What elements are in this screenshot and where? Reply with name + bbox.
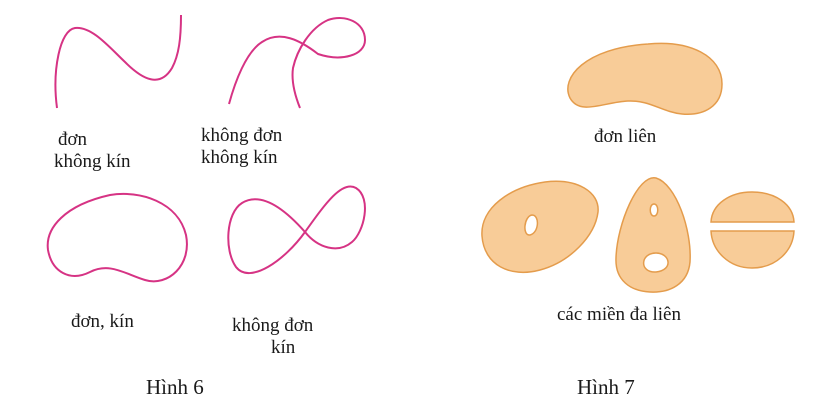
nonsimple-open-curve bbox=[228, 17, 367, 109]
caption-hinh7: Hình 7 bbox=[577, 375, 635, 399]
simple-closed-curve bbox=[46, 192, 188, 283]
hinh7-regions bbox=[481, 42, 795, 293]
label-simple-open-line1: đơn bbox=[58, 129, 88, 150]
label-nonsimple-open-line1: không đơn bbox=[201, 125, 283, 146]
simple-open-curve bbox=[54, 14, 182, 109]
hinh6-curves bbox=[46, 14, 367, 283]
caption-hinh6: Hình 6 bbox=[146, 375, 204, 399]
split-disk-upper-half bbox=[710, 191, 795, 223]
label-multiply-connected: các miền đa liên bbox=[557, 304, 681, 325]
split-disk-lower-half bbox=[710, 230, 795, 269]
label-nonsimple-closed-line2: kín bbox=[271, 337, 296, 358]
label-simply-connected: đơn liên bbox=[594, 126, 657, 147]
multiply-connected-region-two-holes bbox=[615, 177, 691, 293]
multiply-connected-region-one-hole bbox=[481, 180, 599, 274]
label-simple-open-line2: không kín bbox=[54, 151, 131, 172]
label-nonsimple-closed-line1: không đơn bbox=[232, 315, 314, 336]
label-nonsimple-open-line2: không kín bbox=[201, 147, 278, 168]
simply-connected-region bbox=[567, 42, 723, 115]
nonsimple-closed-curve bbox=[227, 185, 366, 274]
label-simple-closed: đơn, kín bbox=[71, 311, 134, 332]
